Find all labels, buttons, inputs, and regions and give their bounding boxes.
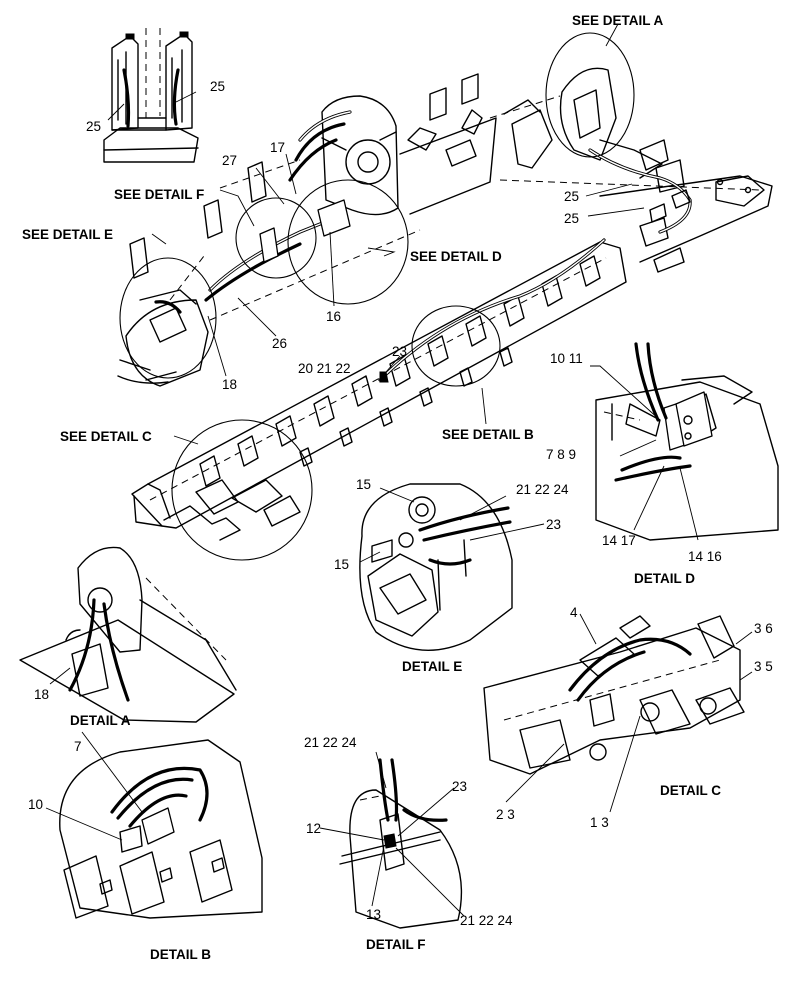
callout-2-3: 2 3 xyxy=(496,807,515,822)
callout-10: 10 xyxy=(28,797,44,812)
callout-27: 27 xyxy=(222,153,238,168)
callout-14-16: 14 16 xyxy=(688,549,722,564)
callout-20-21-22: 20 21 22 xyxy=(298,361,351,376)
see-detail-f-label: SEE DETAIL F xyxy=(114,187,205,202)
leader-lines xyxy=(45,23,753,917)
callout-3-5: 3 5 xyxy=(754,659,773,674)
callout-7-8-9: 7 8 9 xyxy=(546,447,577,462)
callout-23: 23 xyxy=(392,344,408,359)
see-detail-c-label: SEE DETAIL C xyxy=(60,429,152,444)
detail-f-caption: DETAIL F xyxy=(366,937,426,952)
detail-b-drawing xyxy=(59,739,263,919)
detail-d-caption: DETAIL D xyxy=(634,571,696,586)
callout-21-22-24: 21 22 24 xyxy=(516,482,569,497)
detail-e-caption: DETAIL E xyxy=(402,659,463,674)
callout-25: 25 xyxy=(210,79,226,94)
see-detail-b-label: SEE DETAIL B xyxy=(442,427,534,442)
callout-16: 16 xyxy=(326,309,342,324)
detail-c-drawing xyxy=(483,615,745,775)
see-detail-e-label: SEE DETAIL E xyxy=(22,227,114,242)
header-main-beam xyxy=(131,238,627,541)
upper-main-assembly xyxy=(117,73,497,387)
detail-b-caption: DETAIL B xyxy=(150,947,212,962)
callout-7: 7 xyxy=(74,739,82,754)
callout-25: 25 xyxy=(564,211,580,226)
upper-right-assembly xyxy=(489,67,773,273)
callout-12: 12 xyxy=(306,821,322,836)
callout-15: 15 xyxy=(334,557,350,572)
see-detail-a-label: SEE DETAIL A xyxy=(572,13,664,28)
callout-21-22-24: 21 22 24 xyxy=(460,913,513,928)
detail-a-caption: DETAIL A xyxy=(70,713,131,728)
detail-c-caption: DETAIL C xyxy=(660,783,722,798)
detail-e-drawing xyxy=(359,483,513,651)
callout-1-3: 1 3 xyxy=(590,815,609,830)
detail-marker-circles xyxy=(119,32,635,561)
callout-13: 13 xyxy=(366,907,382,922)
callout-4: 4 xyxy=(570,605,578,620)
callout-10-11: 10 11 xyxy=(550,351,583,366)
callout-3-6: 3 6 xyxy=(754,621,773,636)
upright-lifter-assembly xyxy=(103,28,199,163)
callout-21-22-24: 21 22 24 xyxy=(304,735,357,750)
callout-18: 18 xyxy=(34,687,50,702)
callout-23: 23 xyxy=(452,779,468,794)
callout-15: 15 xyxy=(356,477,372,492)
callout-17: 17 xyxy=(270,140,286,155)
callout-18: 18 xyxy=(222,377,238,392)
callout-26: 26 xyxy=(272,336,288,351)
detail-f-drawing xyxy=(339,758,463,929)
callout-25: 25 xyxy=(564,189,580,204)
callout-25: 25 xyxy=(86,119,102,134)
detail-a-drawing xyxy=(19,546,237,723)
detail-d-drawing xyxy=(595,342,779,541)
callout-23: 23 xyxy=(546,517,562,532)
see-detail-d-label: SEE DETAIL D xyxy=(410,249,502,264)
callout-14-17: 14 17 xyxy=(602,533,636,548)
